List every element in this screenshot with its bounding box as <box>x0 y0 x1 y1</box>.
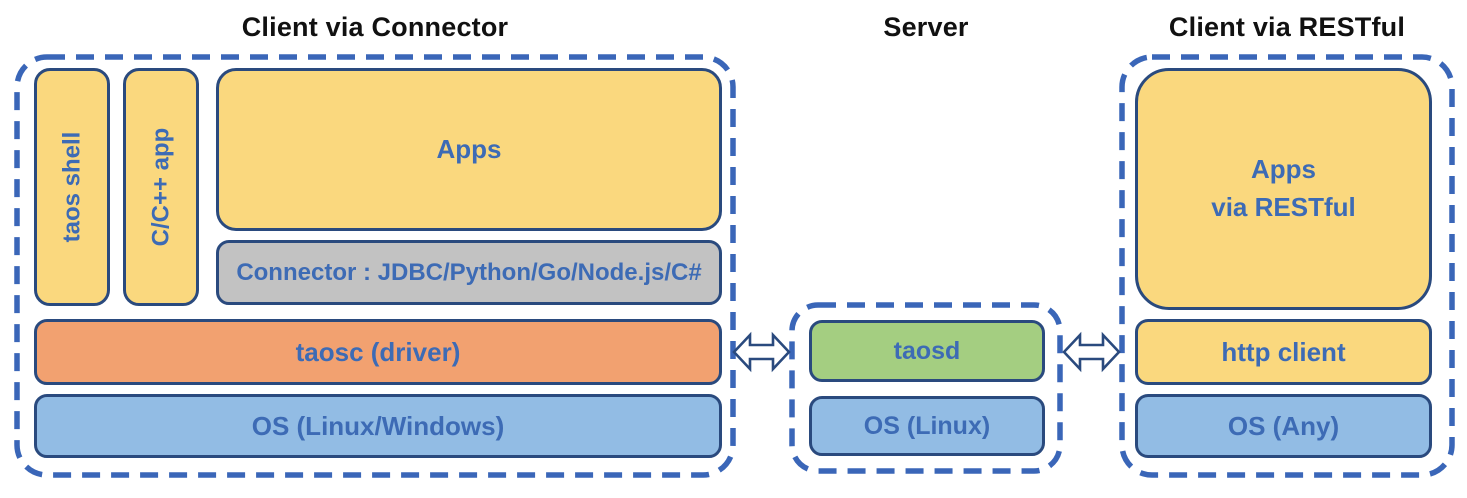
apps-box: Apps <box>216 68 722 231</box>
taosd-label: taosd <box>893 336 961 365</box>
apps-label: Apps <box>436 134 502 164</box>
apps-via-restful-label-line2: via RESTful <box>1211 192 1356 222</box>
os-linux-windows-label: OS (Linux/Windows) <box>251 410 505 441</box>
taosc-driver-label: taosc (driver) <box>295 336 461 367</box>
section-title-client-connector: Client via Connector <box>241 12 509 42</box>
http-client-box: http client <box>1135 319 1432 385</box>
cpp-app-label: C/C++ app <box>147 127 175 247</box>
section-title-client-restful: Client via RESTful <box>1168 12 1406 42</box>
section-title-server: Server <box>883 12 969 42</box>
server-restful-double-arrow-icon <box>1062 331 1121 373</box>
client-server-double-arrow-icon <box>732 331 791 373</box>
connector-label: Connector : JDBC/Python/Go/Node.js/C# <box>236 258 702 286</box>
taos-shell-label: taos shell <box>58 131 85 243</box>
client-connector-container-outline <box>14 54 736 478</box>
apps-via-restful-label-line1: Apps <box>1250 154 1316 185</box>
os-any-label: OS (Any) <box>1227 410 1340 441</box>
client-restful-container-outline <box>1119 54 1455 478</box>
taos-shell-box: taos shell <box>34 68 110 306</box>
os-linux-label: OS (Linux) <box>863 411 991 440</box>
apps-via-restful-box: Apps via RESTful <box>1135 68 1432 310</box>
connector-box: Connector : JDBC/Python/Go/Node.js/C# <box>216 240 722 305</box>
os-linux-box: OS (Linux) <box>809 396 1045 456</box>
cpp-app-box: C/C++ app <box>123 68 199 306</box>
http-client-label: http client <box>1221 336 1346 367</box>
taosc-driver-box: taosc (driver) <box>34 319 722 385</box>
os-any-box: OS (Any) <box>1135 394 1432 458</box>
os-linux-windows-box: OS (Linux/Windows) <box>34 394 722 458</box>
taosd-box: taosd <box>809 320 1045 382</box>
